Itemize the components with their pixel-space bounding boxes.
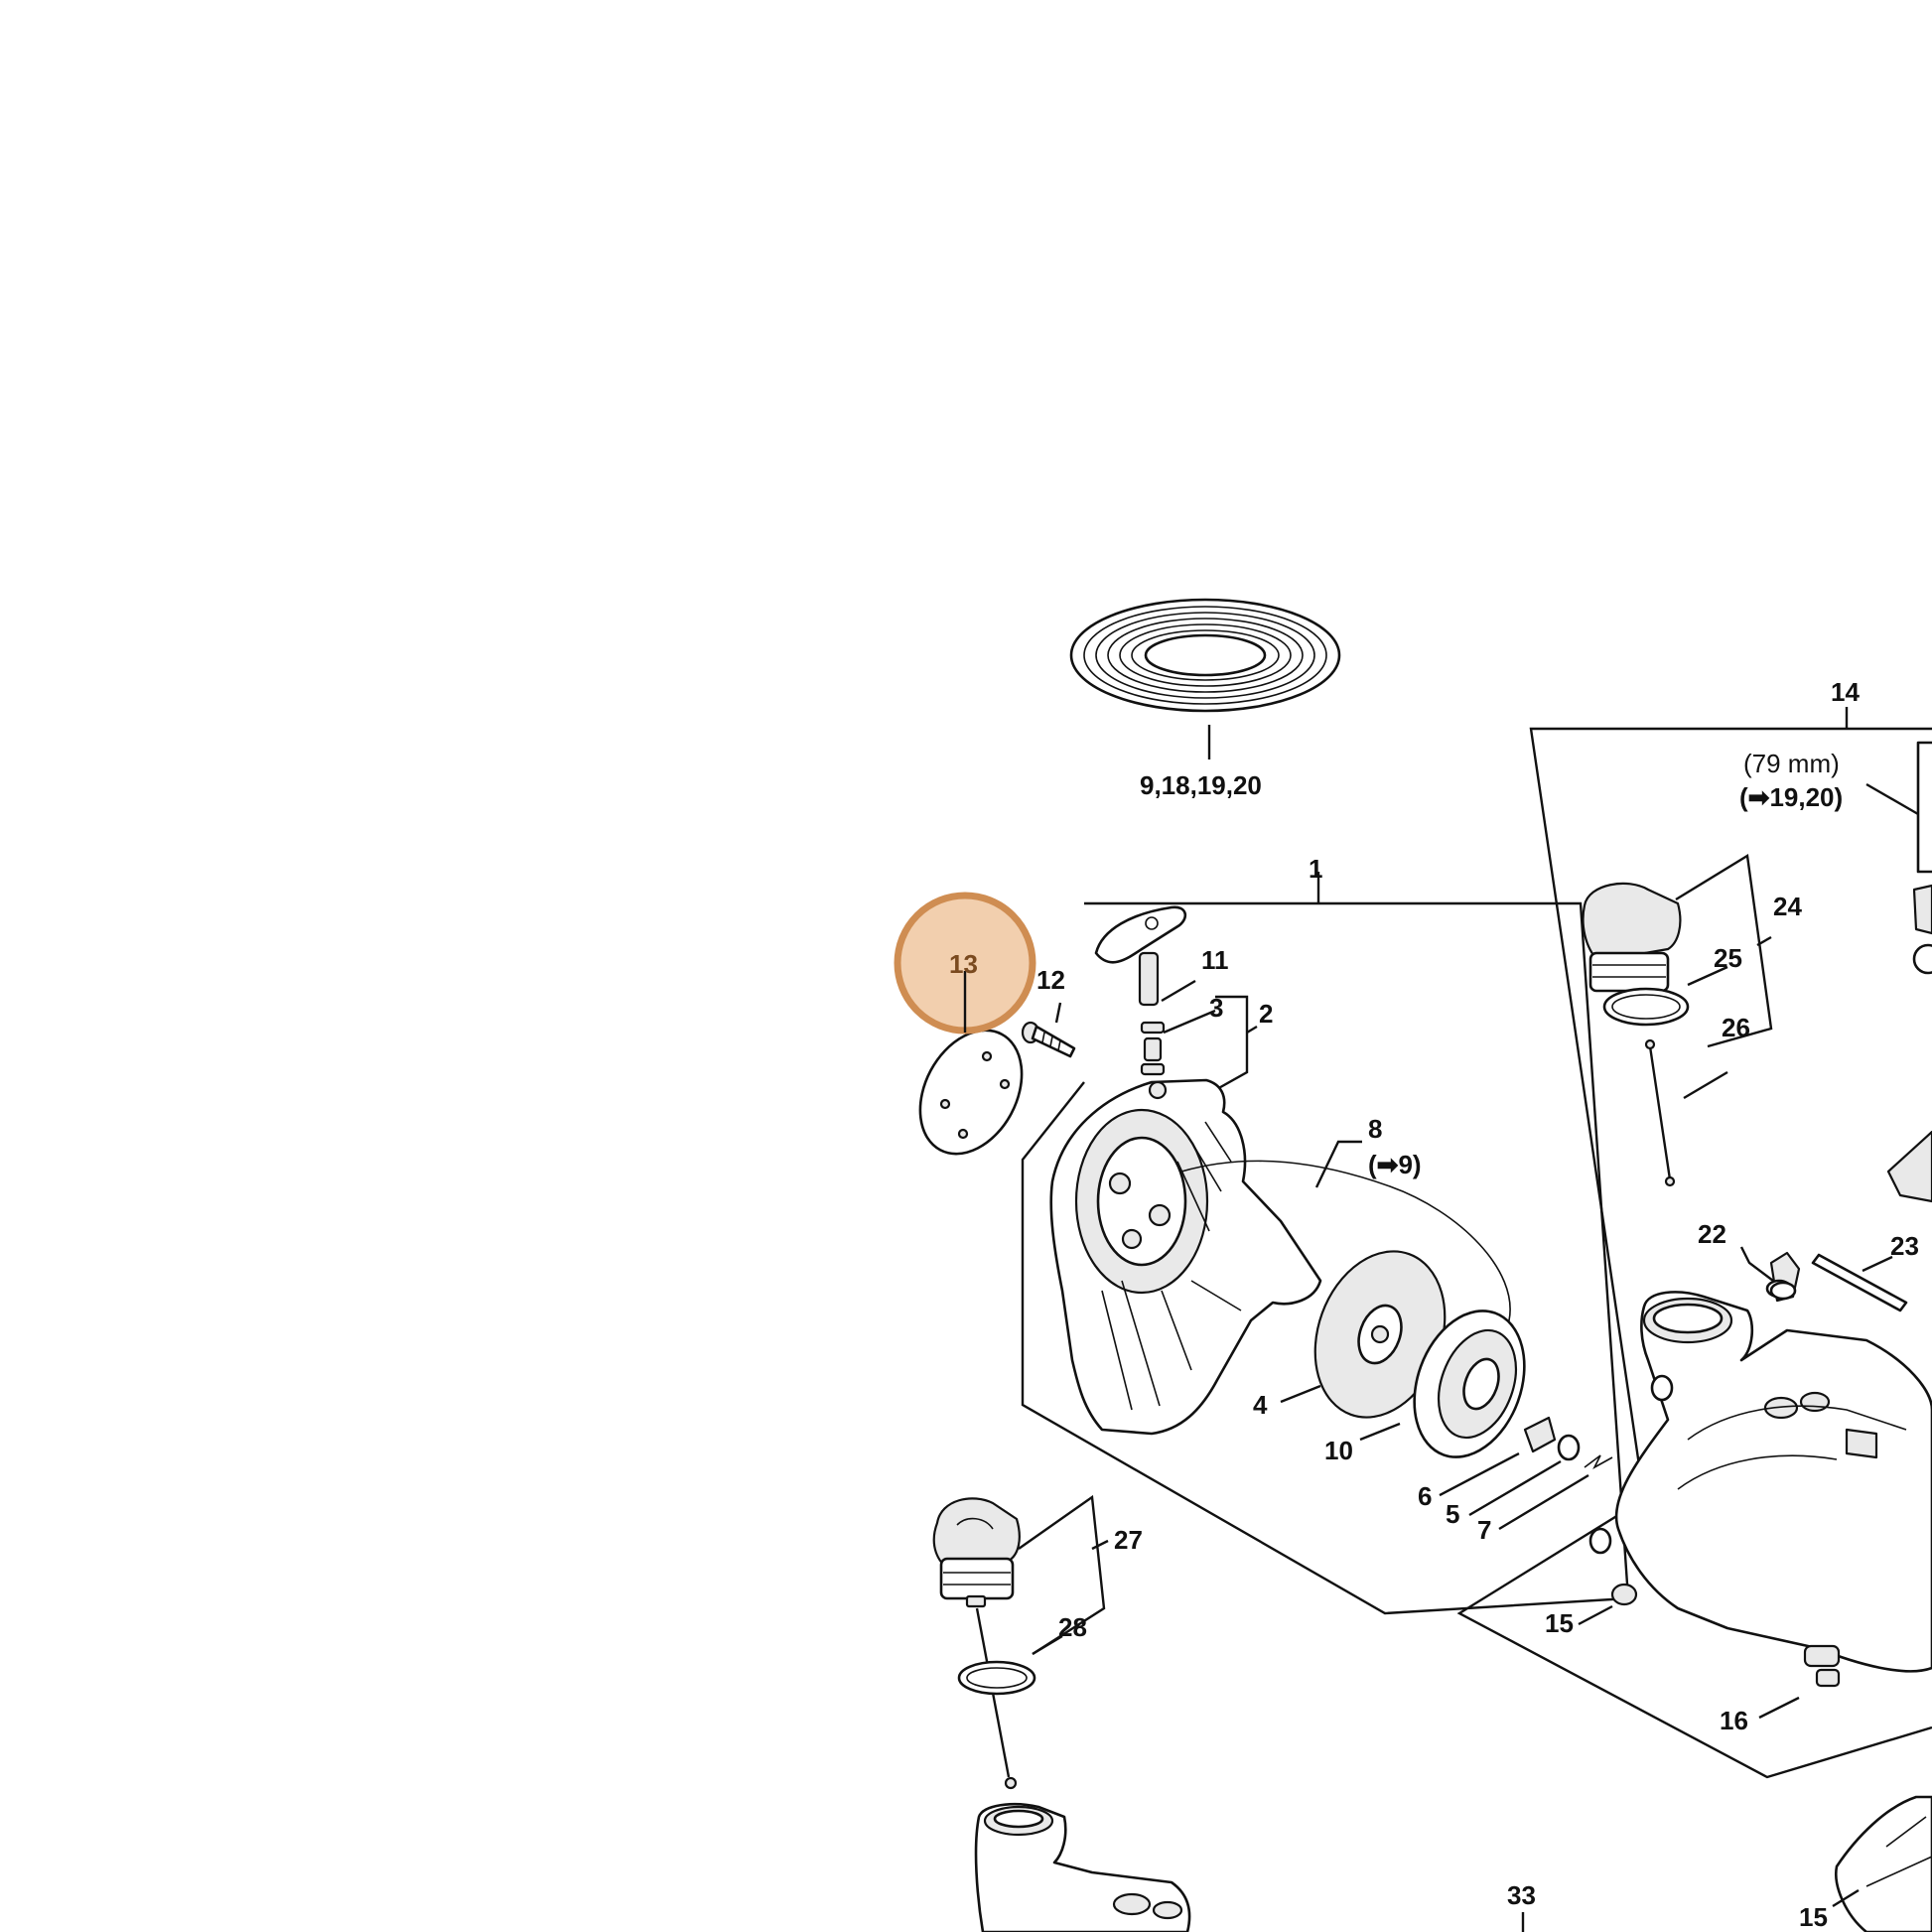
callout-14: 14 xyxy=(1831,677,1860,707)
oil-tank-cap[interactable] xyxy=(932,1497,1021,1790)
spring-clip[interactable] xyxy=(1584,1454,1613,1469)
callout-25: 25 xyxy=(1714,943,1742,973)
rewind-spring[interactable] xyxy=(1069,598,1341,759)
callout-9: 9,18,19,20 xyxy=(1140,770,1262,800)
callout-33: 33 xyxy=(1507,1880,1536,1910)
callout-12: 12 xyxy=(1036,965,1065,995)
callout-4: 4 xyxy=(1253,1390,1268,1420)
ring[interactable] xyxy=(1769,1281,1797,1301)
callout-13: 13 xyxy=(949,949,978,979)
tank-cap[interactable] xyxy=(1582,882,1682,993)
oil-tank[interactable] xyxy=(974,1802,1191,1932)
fuel-tank[interactable] xyxy=(1588,1291,1932,1673)
right-edge-parts xyxy=(1886,884,1932,1203)
cover-plate[interactable] xyxy=(899,1013,1041,1172)
spring-housing[interactable] xyxy=(1293,1233,1466,1436)
fan-housing[interactable] xyxy=(1049,1078,1322,1436)
callout-5: 5 xyxy=(1446,1499,1459,1529)
callout-11: 11 xyxy=(1201,945,1229,975)
buffer-15[interactable] xyxy=(1610,1583,1638,1606)
callout-16: 16 xyxy=(1720,1706,1748,1735)
callout-15-lower: 15 xyxy=(1799,1902,1828,1932)
callout-24: 24 xyxy=(1773,892,1802,921)
rope-guide[interactable] xyxy=(1140,1021,1166,1076)
callout-14-reference: (➡19,20) xyxy=(1739,782,1843,812)
washer[interactable] xyxy=(1557,1434,1581,1461)
callout-15-upper: 15 xyxy=(1545,1608,1574,1638)
tank-cap-seal[interactable] xyxy=(1602,987,1690,1027)
pawl[interactable] xyxy=(1523,1416,1557,1453)
buffer-16[interactable] xyxy=(1803,1644,1841,1688)
callout-23: 23 xyxy=(1890,1231,1919,1261)
rope-rotor[interactable] xyxy=(1395,1296,1544,1472)
fuel-tube[interactable] xyxy=(1811,1253,1908,1312)
callout-27: 27 xyxy=(1114,1525,1143,1555)
housing-group-outline xyxy=(1021,872,1630,1615)
oil-cap-seal[interactable] xyxy=(957,1660,1036,1696)
callout-3: 3 xyxy=(1209,993,1223,1023)
callout-8: 8 xyxy=(1368,1114,1382,1144)
callout-6: 6 xyxy=(1418,1481,1432,1511)
screw[interactable] xyxy=(1021,1021,1076,1058)
callout-8-reference: (➡9) xyxy=(1368,1150,1422,1179)
callout-14-dimension: (79 mm) xyxy=(1743,749,1840,778)
callout-7: 7 xyxy=(1477,1515,1491,1545)
callout-2: 2 xyxy=(1259,999,1273,1029)
suction-hose[interactable] xyxy=(1916,741,1932,874)
highlight-marker[interactable] xyxy=(894,892,1036,1035)
callout-28: 28 xyxy=(1058,1612,1087,1642)
retainer[interactable] xyxy=(1644,1038,1676,1187)
callout-1: 1 xyxy=(1309,854,1322,884)
tank-group-outline xyxy=(1456,707,1932,1779)
bottom-right-part[interactable] xyxy=(1835,1795,1932,1932)
callout-10: 10 xyxy=(1324,1436,1353,1465)
callout-22: 22 xyxy=(1698,1219,1726,1249)
starter-grip[interactable] xyxy=(1094,905,1196,1007)
callout-26: 26 xyxy=(1722,1013,1750,1042)
